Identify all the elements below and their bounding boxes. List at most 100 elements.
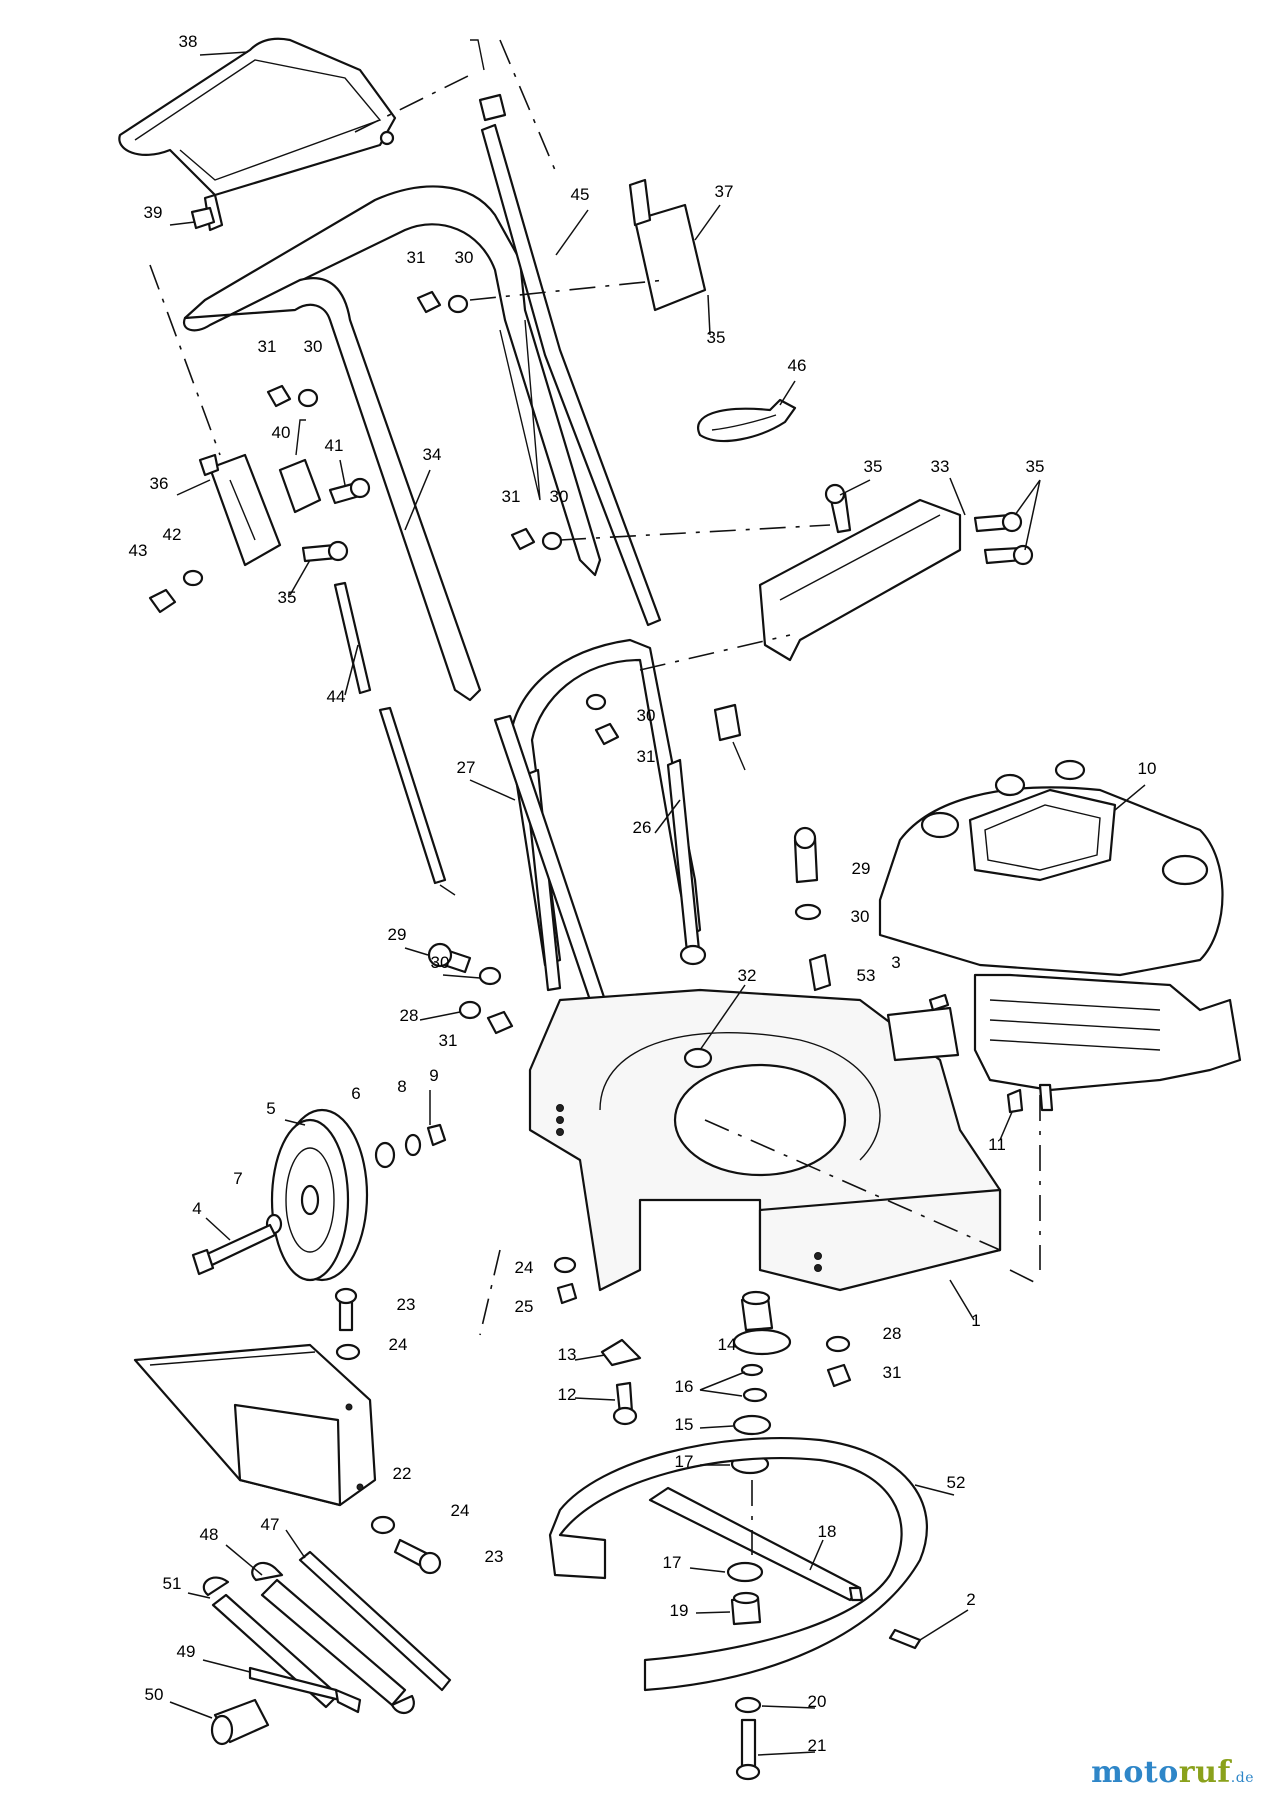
callout-30f: 30 <box>431 953 450 972</box>
lever-plate-40 <box>278 419 322 514</box>
socket-50 <box>210 1698 270 1746</box>
callout-15: 15 <box>675 1415 694 1434</box>
callout-31a: 31 <box>407 248 426 267</box>
bracket-37 <box>628 178 707 312</box>
washer-20 <box>734 1696 762 1714</box>
callout-49: 49 <box>177 1642 196 1661</box>
wrench-48 <box>251 1561 415 1715</box>
plate-33 <box>758 498 962 662</box>
callout-53: 53 <box>857 966 876 985</box>
callout-35d: 35 <box>278 588 297 607</box>
bolt-21 <box>735 1718 761 1781</box>
callout-28b: 28 <box>883 1324 902 1343</box>
bolt-23-bottom <box>393 1538 442 1575</box>
bolt-29-right <box>793 826 819 884</box>
callout-32: 32 <box>738 966 757 985</box>
bolt-41 <box>328 477 371 505</box>
key-49 <box>248 1666 362 1714</box>
lever-bracket-36 <box>198 453 282 567</box>
nut-9 <box>426 1123 447 1147</box>
callout-16: 16 <box>675 1377 694 1396</box>
callout-3: 3 <box>891 953 900 972</box>
plugs-32 <box>679 944 713 1069</box>
callout-31f: 31 <box>883 1363 902 1382</box>
bolt-4 <box>191 1223 277 1276</box>
callout-52: 52 <box>947 1473 966 1492</box>
washer-24-top <box>335 1343 361 1361</box>
washer-42 <box>182 569 204 587</box>
callout-25: 25 <box>515 1297 534 1316</box>
callout-4: 4 <box>192 1199 201 1218</box>
callout-18: 18 <box>818 1522 837 1541</box>
callout-31e: 31 <box>439 1031 458 1050</box>
bolt-12 <box>612 1381 638 1426</box>
callout-40: 40 <box>272 423 291 442</box>
nut-washer-31-30-plate <box>510 527 563 551</box>
blade-guard-52 <box>548 1436 928 1692</box>
callout-22: 22 <box>393 1464 412 1483</box>
callout-30e: 30 <box>851 907 870 926</box>
callout-20: 20 <box>808 1692 827 1711</box>
deck-housing-1 <box>528 988 1002 1292</box>
callout-39: 39 <box>144 203 163 222</box>
nut-washer-31-30-top <box>416 290 469 314</box>
callout-41: 41 <box>325 436 344 455</box>
callout-8: 8 <box>397 1077 406 1096</box>
callout-35a: 35 <box>707 328 726 347</box>
callout-28a: 28 <box>400 1006 419 1025</box>
rod-44 <box>333 581 456 896</box>
callout-21: 21 <box>808 1736 827 1755</box>
callout-38: 38 <box>179 32 198 51</box>
bolt-29-left <box>427 942 472 974</box>
callout-29b: 29 <box>388 925 407 944</box>
washer-30-right <box>794 903 822 921</box>
assembly-lines <box>149 39 1041 1555</box>
callout-29a: 29 <box>852 859 871 878</box>
watermark-logo: motoruf.de <box>1091 1755 1254 1790</box>
callout-30c: 30 <box>550 487 569 506</box>
washer-24-bottom <box>370 1515 396 1535</box>
callout-50: 50 <box>145 1685 164 1704</box>
callout-48: 48 <box>200 1525 219 1544</box>
callout-1: 1 <box>971 1311 980 1330</box>
washer-17-bottom <box>726 1561 764 1583</box>
key-11 <box>1006 1088 1024 1114</box>
callout-46: 46 <box>788 356 807 375</box>
callout-26: 26 <box>633 818 652 837</box>
callout-10: 10 <box>1138 759 1157 778</box>
chute-22 <box>133 1343 377 1507</box>
callout-17b: 17 <box>663 1553 682 1572</box>
washer-30-left <box>478 966 502 986</box>
tool-rod-47 <box>298 1550 452 1692</box>
callout-13: 13 <box>558 1345 577 1364</box>
wheel-5 <box>270 1108 369 1282</box>
blade-18 <box>648 1486 864 1602</box>
washer-nut-28-31 <box>458 1000 514 1035</box>
callout-14: 14 <box>718 1335 737 1354</box>
callout-24c: 24 <box>451 1501 470 1520</box>
callout-51: 51 <box>163 1574 182 1593</box>
callout-37: 37 <box>715 182 734 201</box>
washer-6 <box>374 1141 396 1169</box>
callout-35b: 35 <box>864 457 883 476</box>
callout-6: 6 <box>351 1084 360 1103</box>
clip-3 <box>928 993 950 1012</box>
callout-5: 5 <box>266 1099 275 1118</box>
callout-31b: 31 <box>258 337 277 356</box>
engine-10 <box>878 759 1242 1112</box>
callout-24b: 24 <box>389 1335 408 1354</box>
callout-34: 34 <box>423 445 442 464</box>
pin-2 <box>888 1628 922 1650</box>
callout-31d: 31 <box>637 747 656 766</box>
callout-11: 11 <box>988 1135 1006 1154</box>
leader-lines <box>169 51 1146 1756</box>
callout-30b: 30 <box>304 337 323 356</box>
key-13 <box>600 1338 642 1367</box>
callout-17a: 17 <box>675 1452 694 1471</box>
washer-nut-28-31-bottom <box>825 1335 852 1388</box>
watermark-text-suffix: .de <box>1230 1770 1254 1786</box>
callout-19: 19 <box>670 1601 689 1620</box>
bolts-35-plate <box>824 483 1034 566</box>
